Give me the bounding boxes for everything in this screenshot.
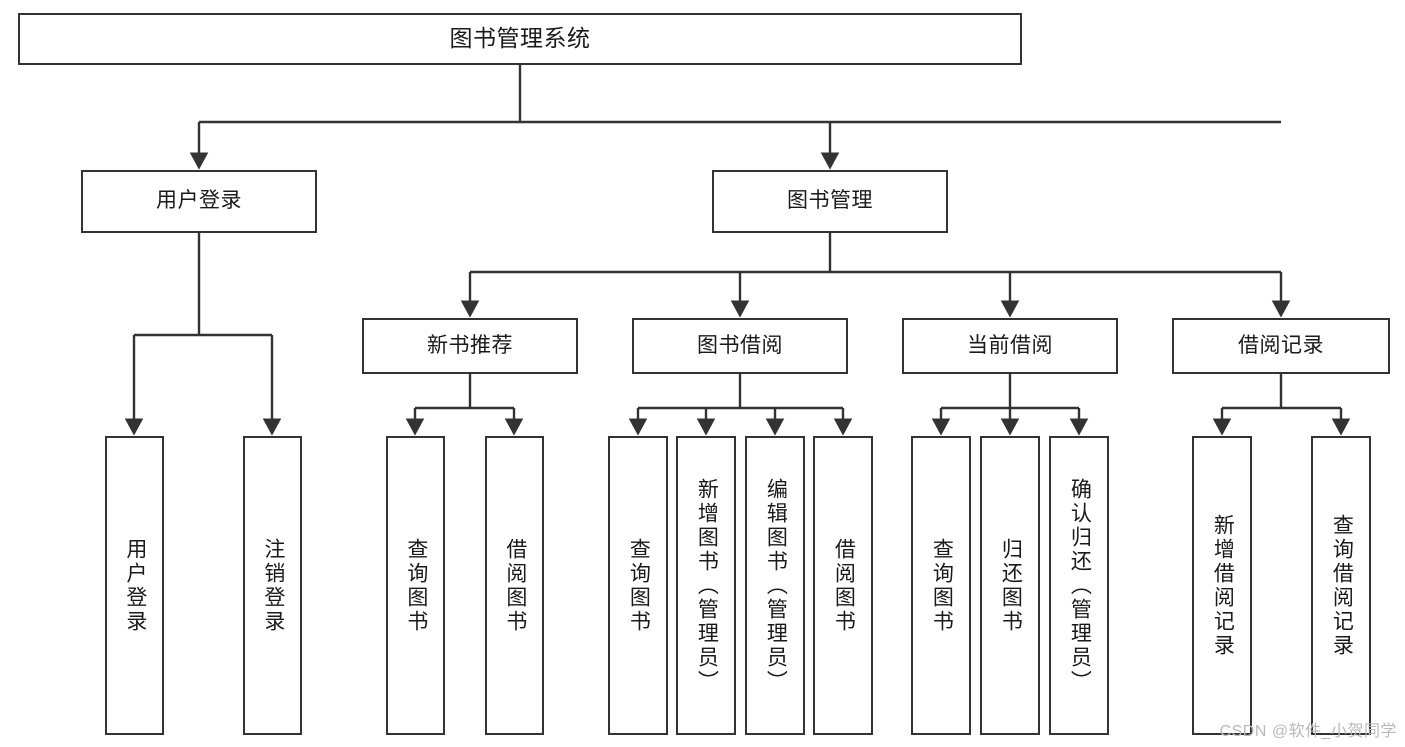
node-label: 新增借阅记录 xyxy=(1211,513,1235,658)
node-label: 图书管理 xyxy=(787,189,873,213)
leaf-user-login[interactable]: 用户登录 xyxy=(105,436,164,735)
node-label: 查询图书 xyxy=(627,537,651,634)
node-label: 查询图书 xyxy=(404,537,428,634)
leaf-return-book[interactable]: 归还图书 xyxy=(980,436,1040,735)
leaf-confirm-return[interactable]: 确认归还（管理员） xyxy=(1049,436,1109,735)
node-label: 查询图书 xyxy=(930,537,954,634)
leaf-logout-login[interactable]: 注销登录 xyxy=(243,436,302,735)
node-label: 图书管理系统 xyxy=(449,25,591,52)
node-book-borrow[interactable]: 图书借阅 xyxy=(632,318,848,374)
node-label: 用户登录 xyxy=(123,537,147,634)
leaf-borrow-book[interactable]: 借阅图书 xyxy=(813,436,873,735)
node-label: 图书借阅 xyxy=(697,333,783,357)
node-label: 查询借阅记录 xyxy=(1330,513,1354,658)
node-book-management[interactable]: 图书管理 xyxy=(712,170,948,233)
node-label: 借阅图书 xyxy=(832,537,856,634)
node-label: 当前借阅 xyxy=(967,333,1053,357)
node-user-login[interactable]: 用户登录 xyxy=(81,170,317,233)
node-label: 确认归还（管理员） xyxy=(1068,477,1092,694)
leaf-add-borrow-record[interactable]: 新增借阅记录 xyxy=(1192,436,1252,735)
node-current-borrow[interactable]: 当前借阅 xyxy=(902,318,1118,374)
leaf-query-book-recommend[interactable]: 查询图书 xyxy=(386,436,445,735)
node-label: 归还图书 xyxy=(999,537,1023,634)
node-label: 借阅图书 xyxy=(503,537,527,634)
node-label: 编辑图书（管理员） xyxy=(764,477,788,694)
node-label: 注销登录 xyxy=(261,537,285,634)
leaf-query-borrow-record[interactable]: 查询借阅记录 xyxy=(1311,436,1371,735)
node-borrow-record[interactable]: 借阅记录 xyxy=(1172,318,1390,374)
leaf-query-book-borrow[interactable]: 查询图书 xyxy=(608,436,668,735)
node-label: 借阅记录 xyxy=(1238,333,1324,357)
node-label: 新增图书（管理员） xyxy=(695,477,719,694)
csdn-watermark: CSDN @软件_小贺同学 xyxy=(1219,723,1397,740)
leaf-edit-book[interactable]: 编辑图书（管理员） xyxy=(745,436,805,735)
node-new-book-recommend[interactable]: 新书推荐 xyxy=(362,318,578,374)
leaf-borrow-book-recommend[interactable]: 借阅图书 xyxy=(485,436,544,735)
node-root-system[interactable]: 图书管理系统 xyxy=(18,13,1022,65)
leaf-query-book-current[interactable]: 查询图书 xyxy=(911,436,971,735)
node-label: 用户登录 xyxy=(156,189,242,213)
leaf-add-book[interactable]: 新增图书（管理员） xyxy=(676,436,736,735)
node-label: 新书推荐 xyxy=(427,333,513,357)
